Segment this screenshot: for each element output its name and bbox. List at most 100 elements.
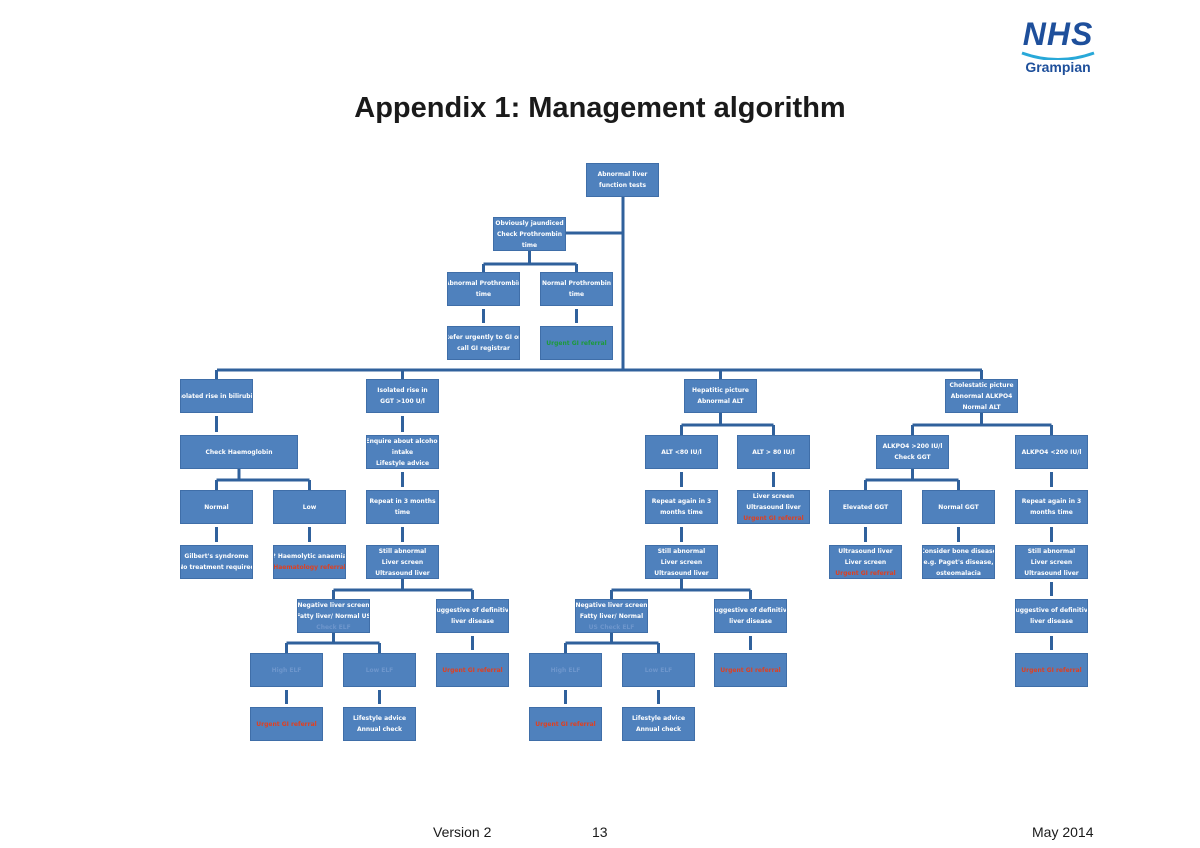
node-line: e.g. Paget's disease, [923,558,994,566]
node-alt-gt: ALT > 80 IU/l [737,435,810,469]
node-line: osteomalacia [936,569,981,577]
node-line: Urgent GI referral [546,339,607,347]
node-refer-3: Urgent GI referral [1015,653,1088,687]
node-line: Still abnormal [1027,547,1076,555]
node-line: Suggestive of definitive [714,607,787,614]
node-line: Urgent GI referral [720,666,781,674]
node-repeat-alt: Repeat again in 3 months time [645,490,718,524]
node-line: Obviously jaundiced [495,219,564,227]
node-line: Low ELF [644,666,673,674]
node-line: Still abnormal [657,547,706,555]
node-line: Haematology referral [273,564,346,571]
node-line: High ELF [271,666,302,674]
node-line: Elevated GGT [842,503,889,511]
nhs-grampian-logo: NHS Grampian [1018,18,1098,78]
node-gilberts: Gilbert's syndrome No treatment required [180,545,253,579]
node-line: Repeat in 3 months [369,498,436,505]
node-check-hb: Check Haemoglobin [180,435,298,469]
node-line: GGT >100 U/l [380,398,425,405]
node-line: Isolated rise in [377,387,428,394]
node-low: Low [273,490,346,524]
node-high-elf-2: High ELF [529,653,602,687]
node-line: time [475,291,492,298]
node-line: Urgent GI referral [256,720,317,728]
node-low-elf-1: Low ELF [343,653,416,687]
node-suggest-3: Suggestive of definitive liver disease [1015,599,1088,633]
node-refer-2: Urgent GI referral [714,653,787,687]
node-line: Still abnormal [378,547,427,555]
node-line: Ultrasound liver [746,503,801,511]
logo-wave-icon [1021,51,1095,60]
node-refer-1: Urgent GI referral [436,653,509,687]
node-line: Urgent GI referral [535,720,596,728]
node-line: ALT > 80 IU/l [752,448,795,456]
node-line: Ultrasound liver [838,547,893,555]
node-low-elf-2: Low ELF [622,653,695,687]
node-line: Urgent GI referral [835,569,896,577]
node-line: Liver screen [844,558,887,566]
node-line: Lifestyle advice [375,459,430,467]
node-normal: Normal [180,490,253,524]
footer-version: Version 2 [433,824,492,840]
node-line: Normal GGT [938,503,979,511]
node-line: ALKPO4 <200 IU/l [1021,448,1082,456]
node-line: Check Prothrombin [497,230,562,238]
node-refer-elf-high-1: Urgent GI referral [250,707,323,741]
node-line: Normal [204,503,229,511]
node-line: Liver screen [752,492,795,500]
node-line: Cholestatic picture [949,381,1014,389]
footer-date: May 2014 [1032,824,1094,840]
node-line: Normal Prothrombin [541,280,612,287]
node-line: Gilbert's syndrome [184,553,249,560]
node-line: time [568,291,585,298]
node-line: Repeat again in 3 [651,498,712,505]
node-line: liver disease [729,618,772,625]
node-line: intake [391,448,414,456]
node-line: Enquire about alcohol [366,437,439,445]
logo-region: Grampian [1025,59,1091,75]
node-line: time [394,509,411,516]
node-line: Low ELF [365,666,394,674]
node-repeat-ggt: Repeat in 3 months time [366,490,439,524]
node-norm-pt: Normal Prothrombin time [540,272,613,306]
node-line: Suggestive of definitive [436,607,509,614]
node-line: No treatment required [180,564,253,571]
node-line: Liver screen [1030,558,1073,566]
node-line: Annual check [635,726,682,733]
node-line: Refer urgently to GI on [447,334,520,341]
node-normal-ggt: Normal GGT [922,490,995,524]
node-line: ALT <80 IU/l [661,448,702,456]
node-line: Urgent GI referral [743,514,804,522]
node-line: liver disease [1030,618,1073,625]
node-line: Negative liver screen [297,601,370,609]
node-line: months time [660,509,703,516]
node-line: Suggestive of definitive [1015,607,1088,614]
node-line: Liver screen [381,558,424,566]
node-line: Fatty liver/ Normal US [297,612,370,620]
node-line: US Check ELF [588,623,635,631]
node-urgent-ref: Urgent GI referral [540,326,613,360]
node-line: Urgent GI referral [442,666,503,674]
node-suggest-2: Suggestive of definitive liver disease [714,599,787,633]
node-line: call GI registrar [457,345,510,352]
node-iso-bili: Isolated rise in bilirubin [180,379,253,413]
node-line: Abnormal liver [597,171,648,178]
node-line: Isolated rise in bilirubin [180,392,253,400]
